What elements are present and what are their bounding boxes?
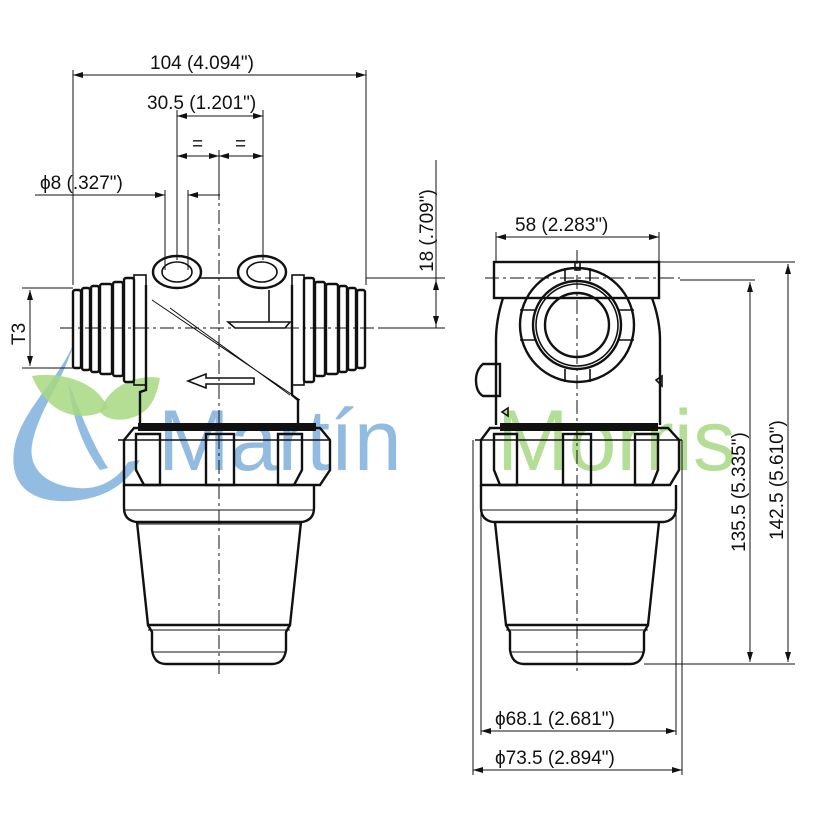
side-view	[474, 250, 682, 675]
watermark-text-morris: Morris	[497, 393, 736, 489]
right-port	[291, 274, 367, 386]
dim-height-inner: 135.5 (5.335")	[729, 432, 750, 552]
dim-hole-diameter: ϕ8 (.327")	[40, 173, 123, 194]
watermark-logo	[13, 340, 160, 502]
left-port	[71, 274, 147, 386]
dim-thread-label: T3	[9, 323, 30, 345]
flow-arrow-icon	[185, 372, 255, 390]
dim-port-spacing: 30.5 (1.201")	[147, 93, 256, 114]
watermark-text-martin: Martín	[158, 393, 402, 489]
front-dimensions: 104 (4.094") 30.5 (1.201") = = ϕ8 (.327"…	[9, 53, 445, 369]
water-drop-icon	[13, 340, 140, 502]
dim-overall-width: 104 (4.094")	[150, 53, 254, 74]
dim-height-overall: 142.5 (5.610")	[767, 420, 788, 540]
side-dimensions: 58 (2.283") 135.5 (5.335") 142.5 (5.610"…	[472, 215, 795, 775]
dim-head-width: 58 (2.283")	[515, 215, 608, 236]
dim-offset-height: 18 (.709")	[417, 189, 438, 272]
dim-bowl-diameter: ϕ68.1 (2.681")	[495, 709, 615, 730]
dim-ring-diameter: ϕ73.5 (2.894")	[495, 748, 615, 769]
dim-equal-right: =	[235, 134, 246, 155]
dim-equal-left: =	[192, 134, 203, 155]
front-view	[60, 160, 440, 675]
